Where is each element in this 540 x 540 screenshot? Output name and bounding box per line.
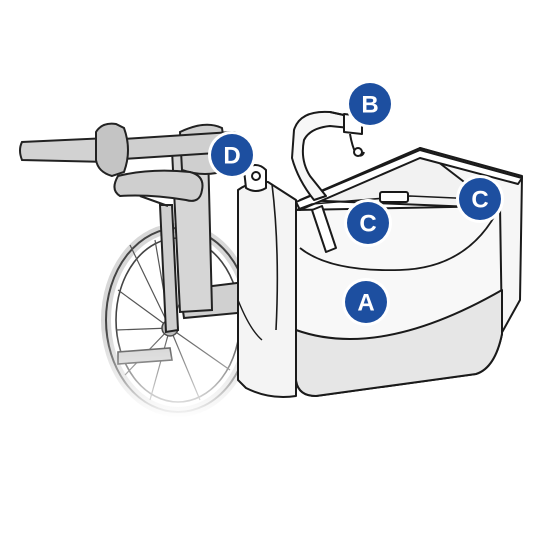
callout-circle: [459, 178, 501, 220]
handlebar-grip: [19, 136, 109, 164]
callout-b: B: [346, 80, 394, 128]
callout-circle: [349, 83, 391, 125]
callout-label: D: [223, 143, 240, 170]
basket-side-panel: [237, 180, 297, 398]
callout-label: C: [471, 187, 488, 214]
grip-collar: [95, 122, 129, 178]
callout-badges: A B C C D: [208, 80, 504, 326]
callout-circle: [345, 281, 387, 323]
callout-d: D: [208, 131, 256, 179]
callout-a: A: [342, 278, 390, 326]
callout-label: C: [359, 211, 376, 238]
basket-rim: [295, 149, 523, 211]
callout-label: B: [361, 92, 378, 119]
callout-c: C: [344, 199, 392, 247]
callout-label: A: [357, 290, 374, 317]
callout-circle: [211, 134, 253, 176]
brake-lever: [113, 169, 204, 202]
bicycle: [19, 122, 320, 420]
callout-circle: [347, 202, 389, 244]
basket-front-lower: [295, 289, 503, 397]
rim-clip: [379, 191, 409, 203]
callout-c-2: C: [456, 175, 504, 223]
